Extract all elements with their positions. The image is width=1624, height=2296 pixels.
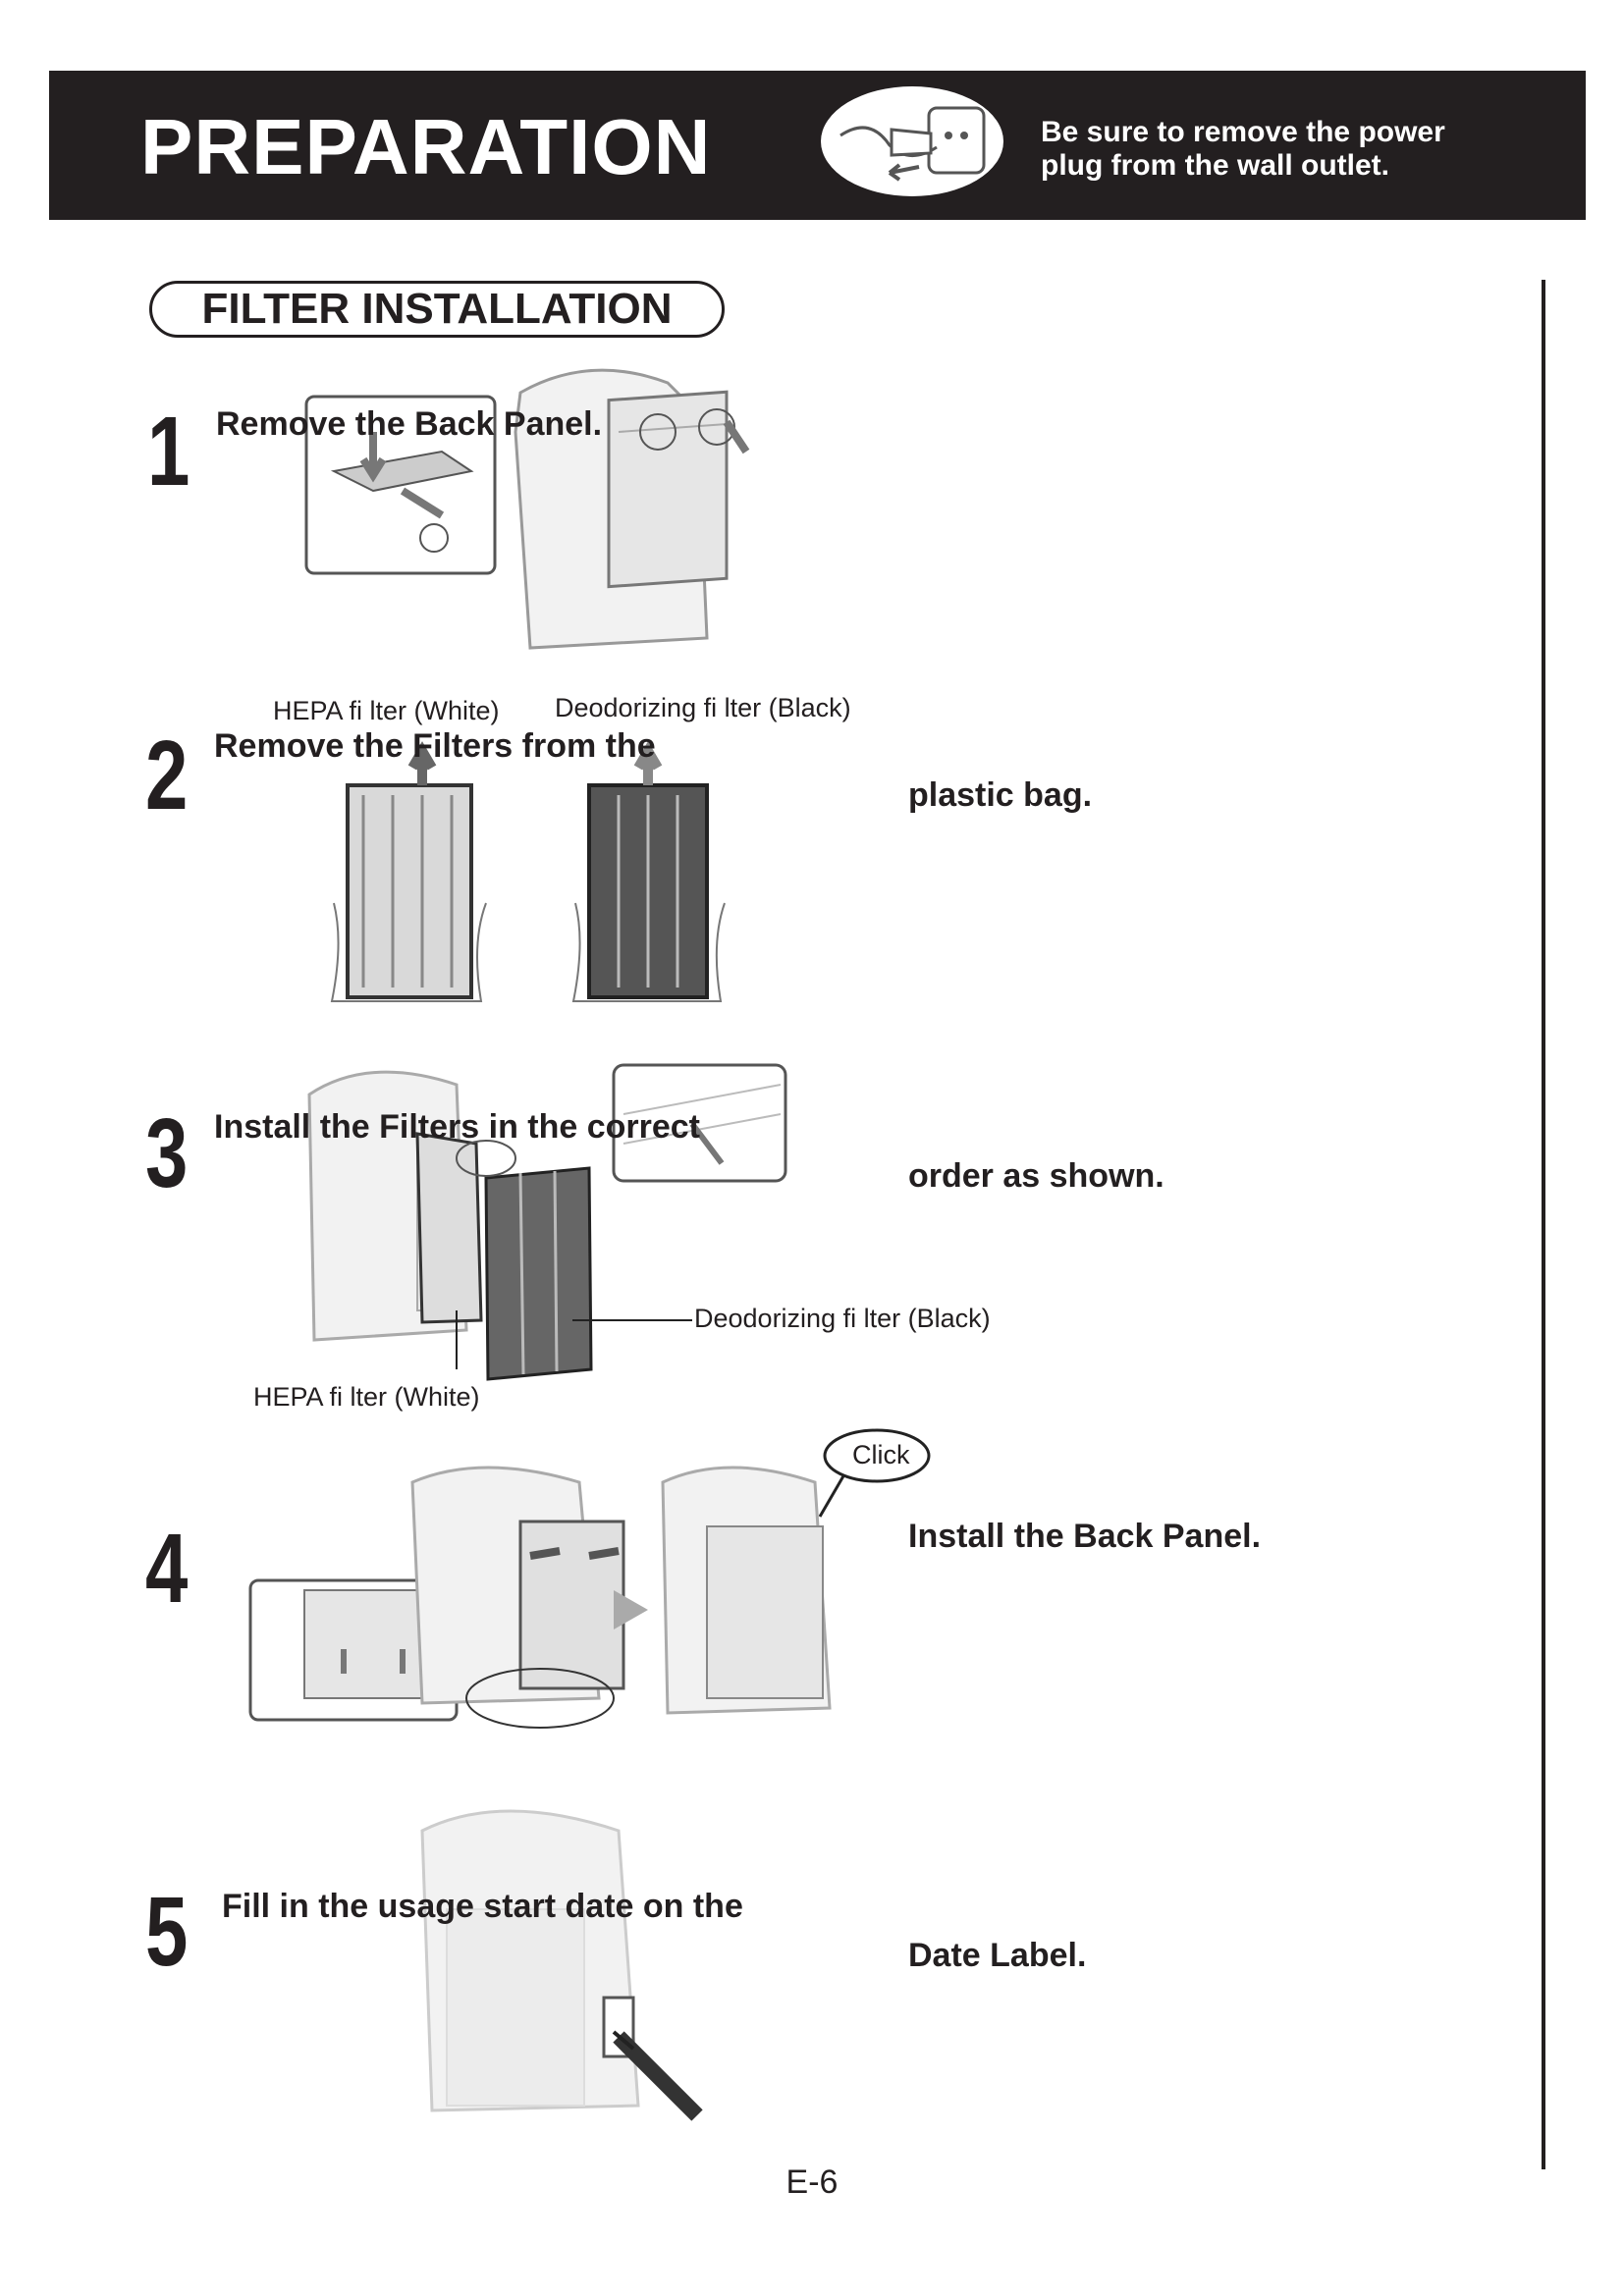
step-4-illustration [245,1423,943,1728]
step-5-text-a: Fill in the usage start date on the [222,1887,743,1926]
step-4-number: 4 [145,1520,188,1618]
hepa-filter-label: HEPA fi lter (White) [273,695,500,726]
hepa-filter-label-2: HEPA fi lter (White) [253,1381,480,1413]
step-2-number: 2 [145,726,188,825]
step-2-text-a: Remove the Filters from the [214,726,656,766]
step-5-text-b: Date Label. [908,1936,1086,1975]
step-3-text-b: order as shown. [908,1156,1164,1196]
unplug-warning: Be sure to remove the power plug from th… [1041,116,1445,183]
step-3-text-a: Install the Filters in the correct [214,1107,700,1147]
step-5-illustration [403,1791,717,2125]
unplug-icon [821,86,1003,196]
step-4-text: Install the Back Panel. [908,1517,1261,1556]
deodorizing-filter-label: Deodorizing fi lter (Black) [555,692,851,723]
page-number: E-6 [0,2163,1624,2202]
step-1-number: 1 [147,402,189,501]
click-callout: Click [852,1439,910,1470]
step-5-number: 5 [145,1883,188,1981]
section-heading: FILTER INSTALLATION [149,281,725,338]
margin-rule [1542,280,1545,2169]
step-3-number: 3 [145,1104,188,1202]
step-2-text-b: plastic bag. [908,775,1092,815]
step-1-illustration [295,353,785,667]
step-1-text: Remove the Back Panel. [216,404,602,444]
step-2-illustration [324,746,736,1011]
page-title: PREPARATION [140,103,711,191]
deodorizing-filter-label-2: Deodorizing fi lter (Black) [694,1303,991,1334]
